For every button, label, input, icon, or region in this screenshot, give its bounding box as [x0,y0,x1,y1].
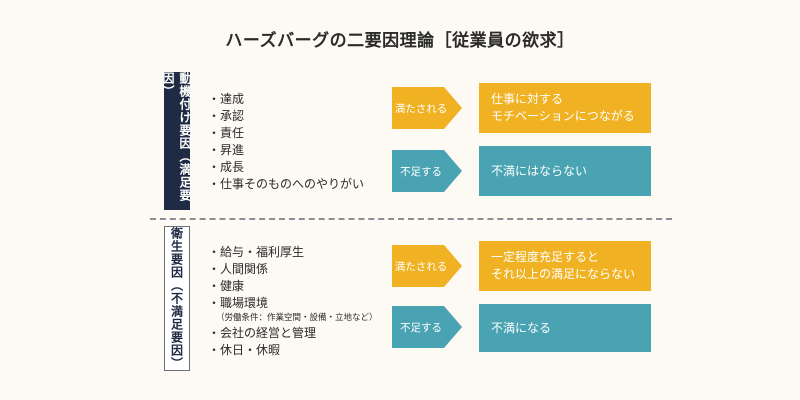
list-item: ・昇進 [208,143,245,157]
hygiene-unsatisfied-result: 不満になる [479,304,651,352]
arrow-right-icon [392,87,462,129]
arrow-label: 不足する [400,321,442,334]
motivators-satisfied-result: 仕事に対する モチベーションにつながる [479,83,651,133]
motivators-list: ・達成 ・承認 ・責任 ・昇進 ・成長 ・仕事そのものへのやりがい [208,91,364,193]
arrow-label: 不足する [400,165,442,178]
page-title: ハーズバーグの二要因理論［従業員の欲求］ [225,31,575,51]
motivators-satisfied-arrow: 満たされる [392,87,462,129]
result-line: 一定程度充足すると [491,250,600,264]
list-item: ・達成 [208,92,245,106]
hygiene-satisfied-arrow: 満たされる [392,245,462,287]
hygiene-satisfied-result: 一定程度充足すると それ以上の満足にならない [479,241,651,291]
list-item: ・休日・休暇 [208,343,281,357]
result-line: 不満にはならない [491,163,588,178]
section-divider [150,218,672,220]
list-item: ・会社の経営と管理 [208,326,317,340]
motivators-unsatisfied-arrow: 不足する [392,150,462,192]
list-item: ・健康 [208,279,245,293]
result-line: 仕事に対する [491,92,564,106]
list-item: ・人間関係 [208,262,269,276]
motivators-unsatisfied-result: 不満にはならない [479,146,651,196]
arrow-label: 満たされる [394,260,448,273]
list-item: ・給与・福利厚生 [208,245,305,259]
result-line: 不満になる [491,320,552,335]
hygiene-label: 衛生要因（不満足要因） [164,226,190,371]
motivators-label: 動機付け要因（満足要因） [161,72,192,210]
arrow-right-icon [392,306,462,348]
list-item: ・職場環境 [208,296,269,310]
list-item: ・仕事そのものへのやりがい [208,177,365,191]
list-note: （労働条件：作業空間・設備・立地など） [216,313,378,323]
arrow-label: 満たされる [394,102,448,115]
hygiene-list: ・給与・福利厚生 ・人間関係 ・健康 ・職場環境 （労働条件：作業空間・設備・立… [208,244,378,359]
hygiene-unsatisfied-arrow: 不足する [392,306,462,348]
result-line: それ以上の満足にならない [491,267,636,281]
arrow-right-icon [392,245,462,287]
arrow-right-icon [392,150,462,192]
list-item: ・承認 [208,109,245,123]
result-line: モチベーションにつながる [491,109,635,123]
list-item: ・成長 [208,160,245,174]
list-item: ・責任 [208,126,245,140]
